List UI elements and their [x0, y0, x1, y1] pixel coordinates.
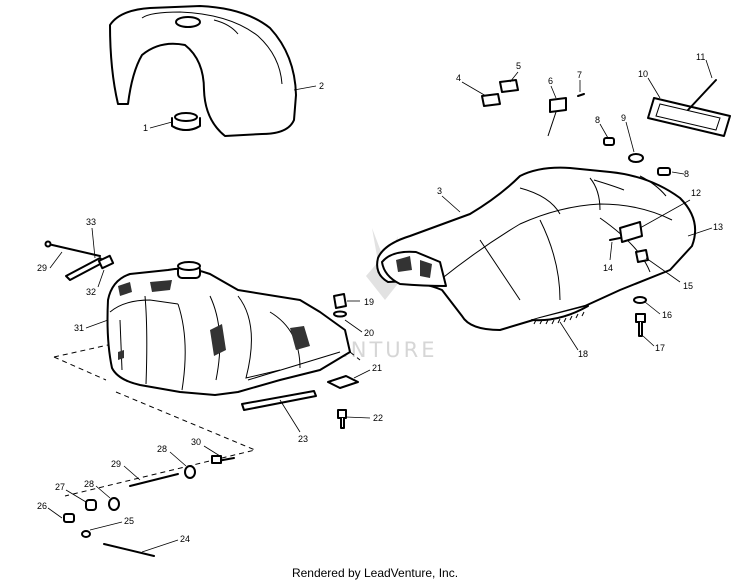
footer-credit: Rendered by LeadVenture, Inc.: [291, 566, 459, 580]
callout-1: 1: [143, 123, 148, 133]
callout-2: 2: [319, 81, 324, 91]
part-17-bolt[interactable]: [635, 313, 655, 347]
callout-12: 12: [691, 188, 701, 198]
tank-dashed-outline: [53, 344, 361, 497]
part-8-bulb-bottom[interactable]: [657, 167, 685, 176]
callout-24: 24: [180, 534, 190, 544]
part-6-plate[interactable]: [547, 85, 567, 137]
callout-13: 13: [713, 222, 723, 232]
part-22-bolt[interactable]: [337, 409, 371, 429]
callout-18: 18: [578, 349, 588, 359]
callout-8-top: 8: [595, 115, 600, 125]
callout-9: 9: [621, 113, 626, 123]
callout-16: 16: [662, 310, 672, 320]
callout-3: 3: [437, 186, 442, 196]
callout-29-top: 29: [37, 263, 47, 273]
part-31-tank[interactable]: [106, 261, 351, 396]
part-15-nut[interactable]: [635, 249, 681, 283]
callout-22: 22: [373, 413, 383, 423]
callout-23: 23: [298, 434, 308, 444]
part-18-fringe[interactable]: [531, 305, 589, 351]
part-9-bulb[interactable]: [625, 121, 644, 163]
callout-26: 26: [37, 501, 47, 511]
part-1-cap[interactable]: [171, 112, 201, 131]
callout-labels: 1 2 3 4 5 6 7 8 8 9 10 11 12 13 14 15 16…: [37, 52, 723, 544]
part-16-washer[interactable]: [633, 296, 661, 315]
callout-15: 15: [683, 281, 693, 291]
other-leaders: [85, 85, 461, 329]
part-28-bushing-top[interactable]: [169, 451, 196, 479]
callout-14: 14: [603, 263, 613, 273]
part-14-screw[interactable]: [609, 237, 621, 261]
callout-20: 20: [364, 328, 374, 338]
part-29-rod-mid[interactable]: [123, 465, 179, 487]
callout-7: 7: [577, 70, 582, 80]
part-4-clip[interactable]: [461, 81, 501, 107]
callout-6: 6: [548, 76, 553, 86]
part-23-strip[interactable]: [241, 390, 317, 433]
part-3-seat[interactable]: [376, 166, 696, 331]
callout-8-bottom: 8: [684, 169, 689, 179]
part-5-clip[interactable]: [499, 71, 519, 93]
callout-25: 25: [124, 516, 134, 526]
part-30-pin[interactable]: [203, 445, 235, 464]
callout-28-top: 28: [157, 444, 167, 454]
part-8-bulb-top[interactable]: [599, 123, 615, 146]
part-26-clip[interactable]: [47, 507, 75, 523]
part-21-plate[interactable]: [327, 369, 371, 389]
part-28-bushing-bottom[interactable]: [95, 485, 120, 511]
callout-19: 19: [364, 297, 374, 307]
callout-11: 11: [696, 52, 705, 62]
callout-31: 31: [74, 323, 84, 333]
callout-17: 17: [655, 343, 665, 353]
callout-32: 32: [86, 287, 96, 297]
part-13-leader: [687, 227, 713, 237]
part-33-strap[interactable]: [65, 227, 105, 281]
part-11-screw[interactable]: [687, 59, 717, 111]
part-25-bushing[interactable]: [81, 521, 123, 538]
part-32-clip[interactable]: [97, 254, 115, 288]
callout-30: 30: [191, 437, 201, 447]
part-19-nut[interactable]: [333, 293, 360, 309]
part-2-cover[interactable]: [109, 5, 297, 137]
part-27-grommet[interactable]: [65, 489, 97, 511]
part-20-washer[interactable]: [333, 310, 363, 333]
part-7-screw[interactable]: [577, 80, 585, 97]
callout-21: 21: [372, 363, 382, 373]
callout-33: 33: [86, 217, 96, 227]
part-10-lens[interactable]: [647, 77, 731, 137]
part-24-rod[interactable]: [103, 539, 179, 557]
callout-5: 5: [516, 61, 521, 71]
part-12-bracket[interactable]: [619, 199, 691, 243]
callout-10: 10: [638, 69, 648, 79]
callout-4: 4: [456, 73, 461, 83]
callout-27: 27: [55, 482, 65, 492]
part-29-rod-top[interactable]: [44, 240, 101, 269]
callout-29-bottom: 29: [111, 459, 121, 469]
callout-28-bottom: 28: [84, 479, 94, 489]
